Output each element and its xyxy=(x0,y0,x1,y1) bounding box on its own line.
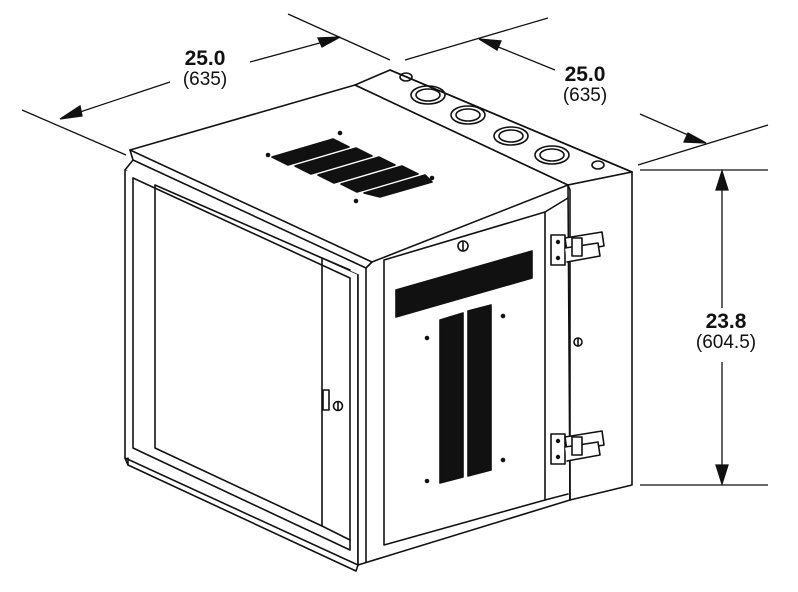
depth-mm: (635) xyxy=(562,85,608,107)
side-lower-vent-left xyxy=(439,312,464,484)
door-bottom-trim xyxy=(124,457,359,572)
cable-entry-hole-1 xyxy=(410,85,446,105)
lower-hinge xyxy=(550,430,605,465)
door-handle xyxy=(322,389,330,411)
depth-extension-right xyxy=(637,124,769,166)
side-upper-vent xyxy=(395,250,533,318)
depth-dimension-label: 25.0 (635) xyxy=(540,63,630,107)
side-panel-lock xyxy=(457,240,469,252)
upper-hinge xyxy=(550,231,605,266)
small-hole-left xyxy=(399,72,413,82)
side-lower-vent-right xyxy=(467,304,492,477)
width-arrow-right xyxy=(317,36,341,48)
cable-entry-hole-3 xyxy=(493,126,529,146)
small-hole-right xyxy=(591,160,605,170)
depth-arrow-left xyxy=(478,38,502,51)
height-arrow-bottom xyxy=(715,464,729,487)
width-mm: (635) xyxy=(182,69,228,91)
width-arrow-left xyxy=(59,104,83,120)
cabinet-top-bevel xyxy=(129,149,373,269)
height-arrow-top xyxy=(715,168,729,191)
width-dimension-label: 25.0 (635) xyxy=(160,47,250,91)
height-inches: 23.8 xyxy=(705,310,747,333)
cable-entry-hole-4 xyxy=(534,145,570,165)
width-inches: 25.0 xyxy=(184,47,226,70)
depth-extension-left xyxy=(404,17,549,61)
height-mm: (604.5) xyxy=(695,332,757,354)
height-dimension-label: 23.8 (604.5) xyxy=(676,310,776,354)
width-extension-left xyxy=(21,109,127,156)
cable-entry-hole-2 xyxy=(450,105,486,125)
top-vent xyxy=(271,138,433,198)
front-door xyxy=(132,177,351,551)
depth-inches: 25.0 xyxy=(564,63,606,86)
depth-arrow-right xyxy=(683,132,707,144)
